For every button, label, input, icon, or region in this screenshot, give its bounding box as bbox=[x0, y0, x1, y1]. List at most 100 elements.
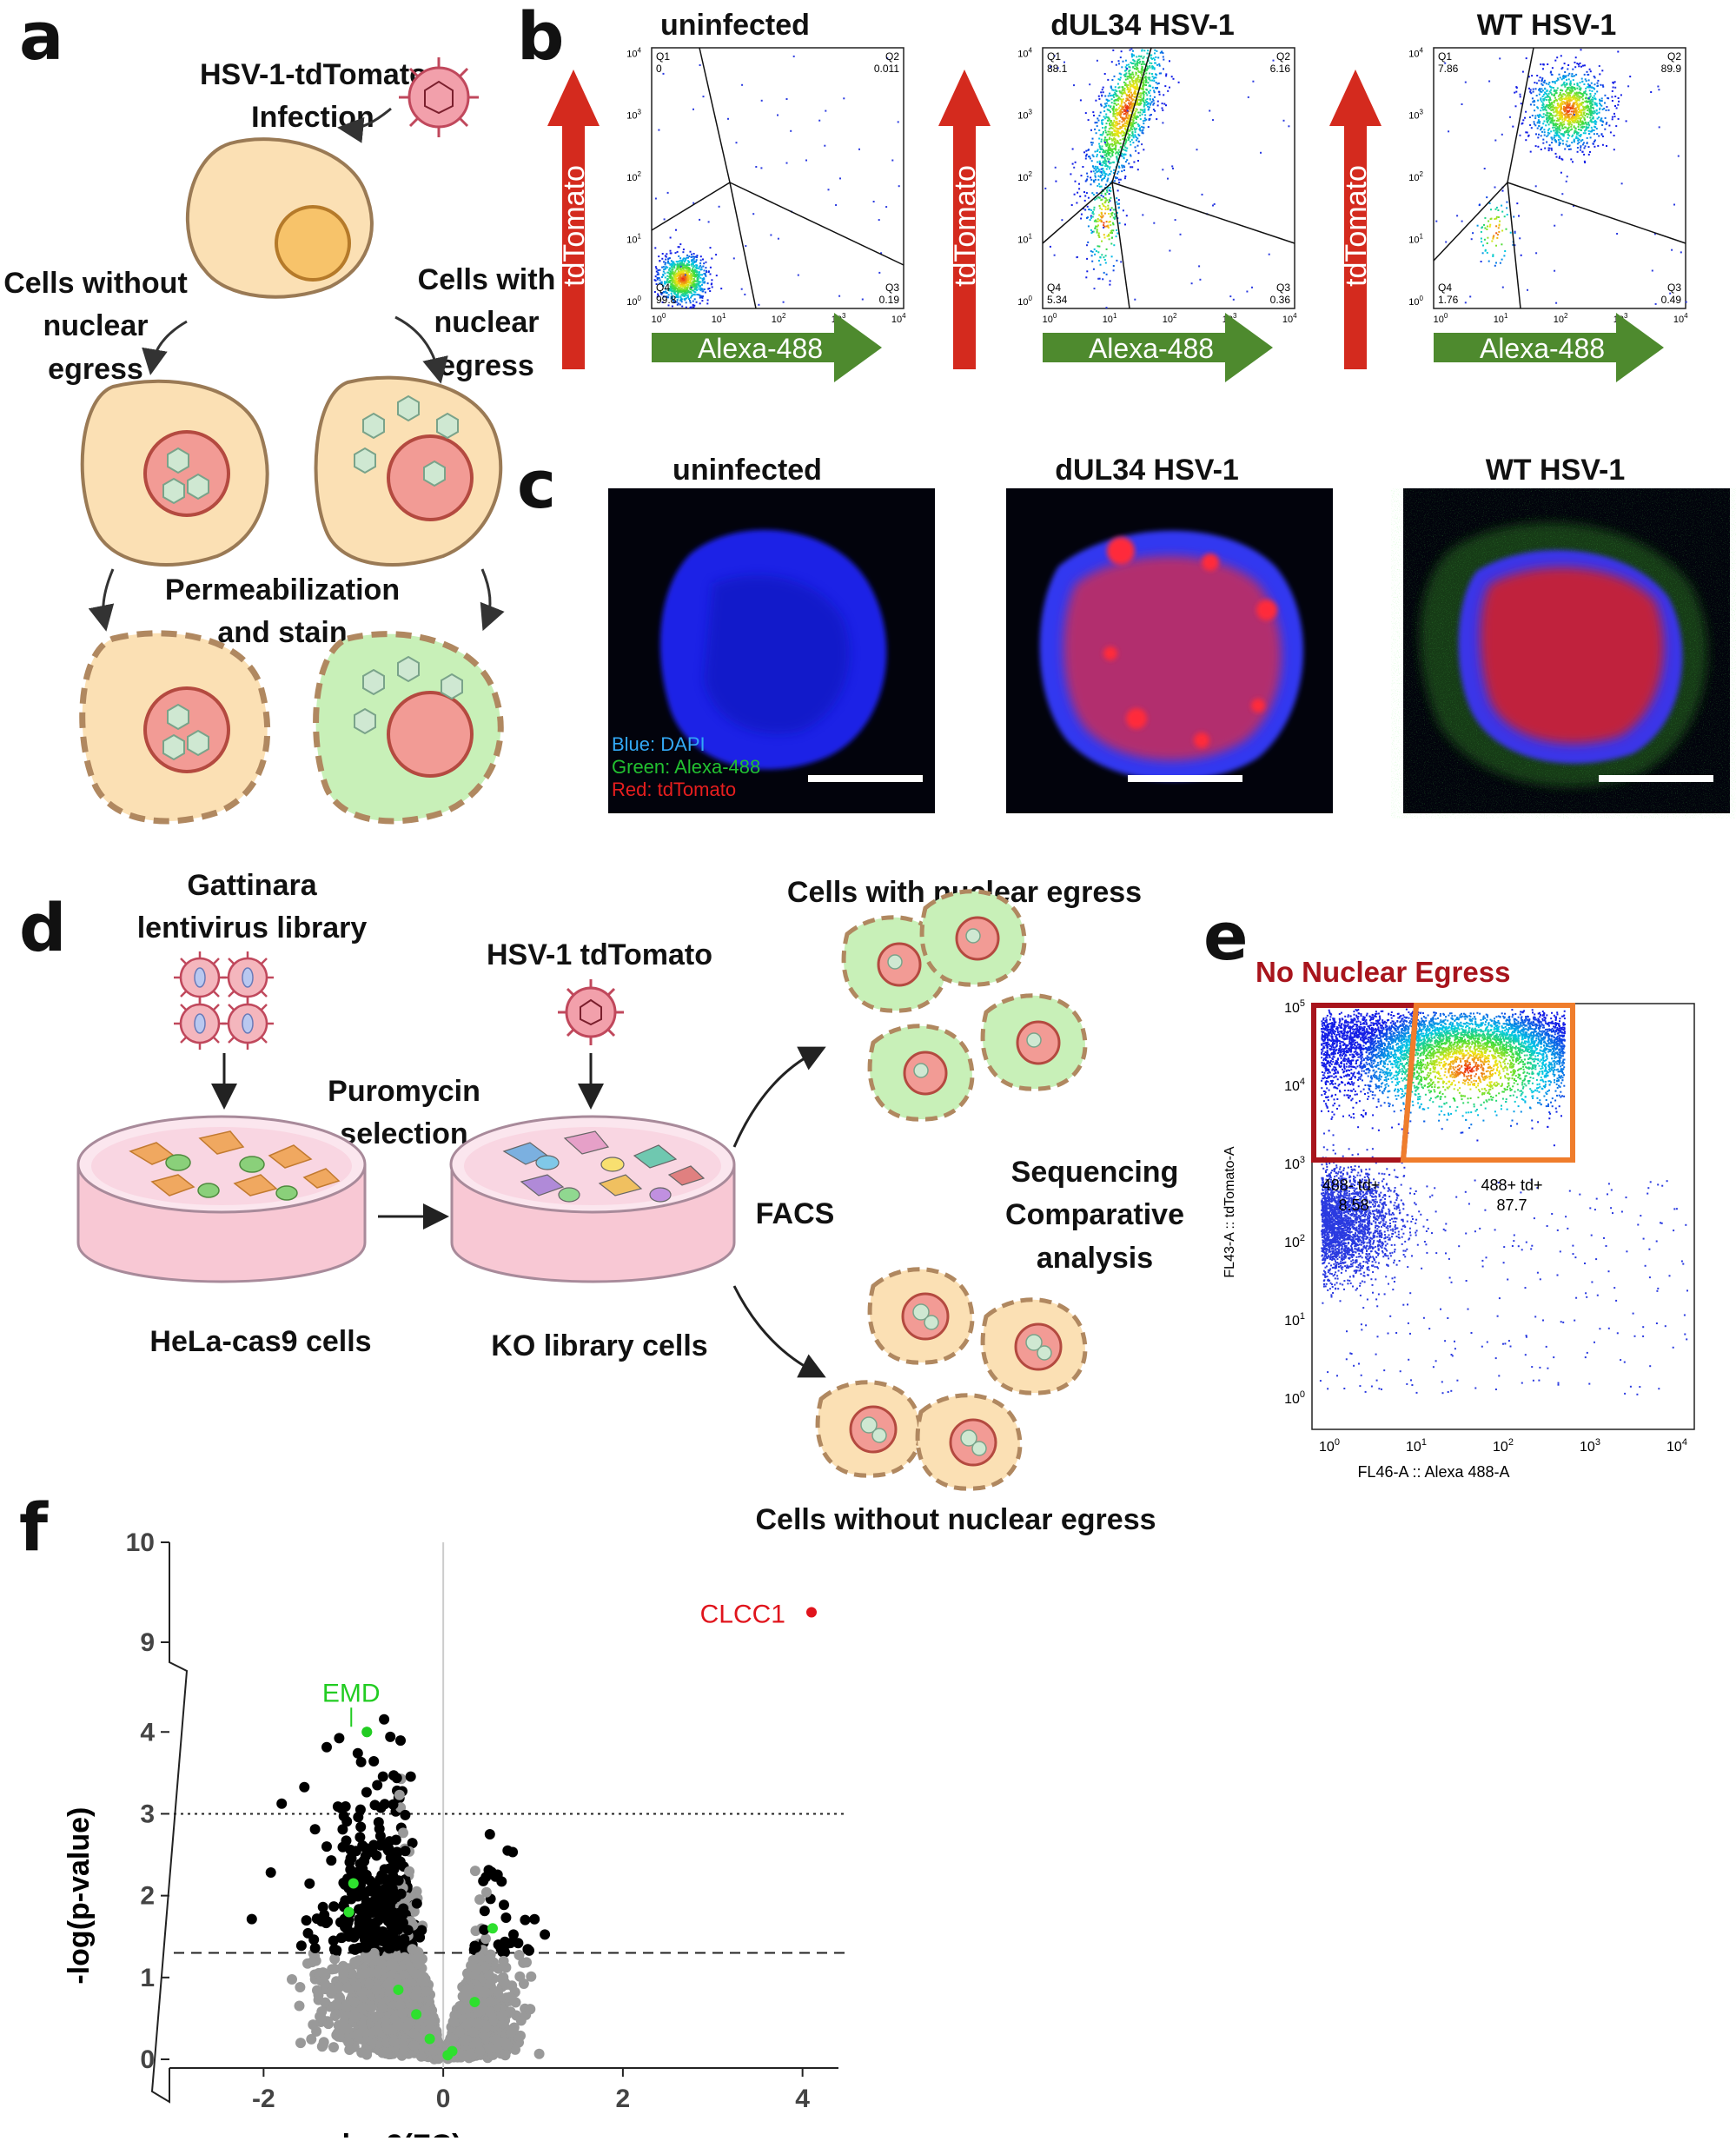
data-point bbox=[265, 1867, 276, 1878]
data-point bbox=[381, 2037, 392, 2048]
data-point bbox=[321, 1741, 332, 1753]
data-point bbox=[355, 1821, 367, 1833]
data-point bbox=[368, 1885, 378, 1896]
data-point bbox=[354, 1832, 366, 1843]
data-point bbox=[353, 2029, 364, 2040]
highlight-point bbox=[805, 1607, 817, 1618]
flow-title-wt: WT HSV-1 bbox=[1476, 9, 1617, 42]
alexa488-arrow-label: Alexa-488 bbox=[1089, 333, 1214, 364]
data-point bbox=[478, 2031, 489, 2042]
data-point bbox=[508, 1929, 519, 1940]
data-point bbox=[371, 1895, 382, 1906]
virus-icon bbox=[399, 57, 479, 137]
svg-text:Q3: Q3 bbox=[885, 282, 899, 294]
data-point bbox=[413, 1951, 424, 1962]
data-point bbox=[316, 1916, 328, 1927]
svg-text:0.19: 0.19 bbox=[879, 294, 900, 306]
data-point bbox=[499, 1899, 509, 1911]
data-point bbox=[373, 1817, 384, 1828]
cells-with-label: Cells with nuclear egress bbox=[417, 263, 556, 382]
data-point bbox=[328, 1901, 340, 1912]
data-point bbox=[350, 2012, 361, 2023]
data-point bbox=[520, 1914, 531, 1926]
data-point bbox=[404, 1866, 415, 1877]
egress-gate bbox=[1400, 1003, 1575, 1163]
data-point bbox=[402, 1925, 414, 1936]
data-point bbox=[361, 1942, 372, 1953]
data-point bbox=[304, 1878, 315, 1889]
data-point bbox=[421, 2005, 432, 2016]
data-point bbox=[514, 1971, 526, 1982]
svg-text:102: 102 bbox=[772, 312, 786, 325]
data-point bbox=[394, 1999, 406, 2011]
petri-dish-hela bbox=[76, 1115, 367, 1283]
data-point bbox=[354, 1889, 366, 1900]
data-point bbox=[365, 2002, 376, 2013]
tdtomato-arrow-label: tdTomato bbox=[949, 165, 982, 287]
data-point bbox=[498, 1955, 509, 1966]
data-point bbox=[471, 2037, 482, 2048]
data-point bbox=[480, 1872, 492, 1883]
data-point bbox=[504, 1992, 515, 2003]
scale-bar bbox=[1128, 775, 1242, 782]
data-point bbox=[513, 1938, 524, 1949]
data-point bbox=[368, 1947, 380, 1959]
facs-ylabel: FL43-A :: tdTomato-A bbox=[1222, 1146, 1237, 1278]
panel-label-f: f bbox=[19, 1488, 49, 1566]
data-point bbox=[354, 1923, 365, 1934]
y-tick-label: 9 bbox=[140, 1628, 155, 1657]
data-point bbox=[510, 2044, 520, 2055]
micrograph-uninfected: Blue: DAPI Green: Alexa-488 Red: tdTomat… bbox=[608, 488, 935, 813]
data-point bbox=[295, 2038, 306, 2049]
data-point bbox=[354, 1859, 366, 1870]
panel-label-e: e bbox=[1203, 898, 1249, 975]
data-point bbox=[505, 1938, 516, 1949]
data-point bbox=[299, 1781, 310, 1793]
data-point bbox=[360, 1966, 371, 1978]
data-point bbox=[514, 1950, 525, 1960]
data-point bbox=[309, 1943, 321, 1953]
clcc1-label: CLCC1 bbox=[700, 1601, 785, 1629]
data-point bbox=[524, 2004, 535, 2015]
y-tick-label: 2 bbox=[140, 1882, 155, 1911]
data-point bbox=[390, 1834, 401, 1846]
data-point bbox=[359, 1934, 370, 1945]
data-point bbox=[398, 1903, 409, 1914]
library-label: Gattinara lentivirus library bbox=[136, 869, 368, 945]
data-point bbox=[318, 2037, 329, 2048]
data-point bbox=[367, 2035, 378, 2046]
svg-text:0: 0 bbox=[656, 63, 662, 75]
data-point bbox=[394, 1789, 405, 1800]
data-point bbox=[317, 1901, 328, 1912]
data-point bbox=[408, 2040, 420, 2051]
svg-text:Q2: Q2 bbox=[885, 50, 899, 63]
ko-label: KO library cells bbox=[491, 1329, 708, 1362]
flow-title-dul34: dUL34 HSV-1 bbox=[1050, 9, 1235, 42]
data-point bbox=[507, 1846, 519, 1858]
data-point bbox=[400, 1846, 411, 1857]
tdtomato-arrow bbox=[547, 70, 600, 369]
alexa488-arrow-label: Alexa-488 bbox=[1480, 333, 1605, 364]
data-point bbox=[381, 2048, 392, 2059]
data-point-green bbox=[411, 2009, 422, 2020]
data-point bbox=[428, 2045, 440, 2057]
data-point bbox=[323, 2018, 334, 2030]
data-point bbox=[480, 1886, 492, 1898]
data-point bbox=[418, 1978, 429, 1989]
data-point bbox=[479, 1906, 490, 1917]
data-point bbox=[381, 1908, 392, 1919]
legend-blue: Blue: DAPI bbox=[612, 733, 706, 755]
data-point bbox=[473, 2018, 484, 2030]
data-point bbox=[415, 2051, 427, 2062]
data-point bbox=[407, 1944, 418, 1955]
data-point bbox=[388, 1852, 399, 1862]
data-point bbox=[334, 1992, 345, 2004]
data-point bbox=[385, 1879, 396, 1891]
data-point bbox=[483, 1953, 494, 1965]
data-point bbox=[369, 1800, 381, 1811]
data-point bbox=[388, 1799, 399, 1810]
panel-label-a: a bbox=[19, 0, 64, 75]
data-point bbox=[526, 1971, 537, 1982]
data-point bbox=[384, 1900, 395, 1912]
data-point bbox=[372, 2025, 383, 2036]
